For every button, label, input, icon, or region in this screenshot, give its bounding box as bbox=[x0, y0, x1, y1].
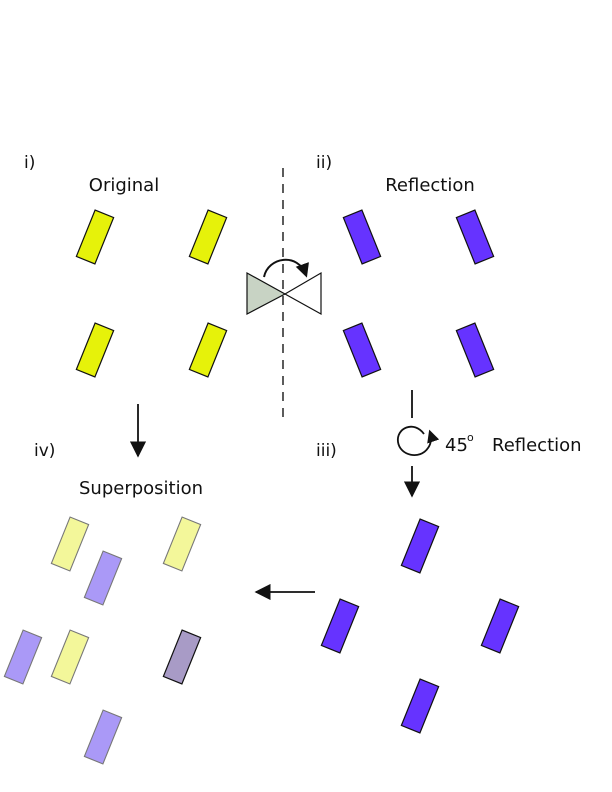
rotated-rect bbox=[400, 678, 440, 734]
reflection-rect bbox=[455, 209, 495, 265]
panel-ii-title: Reflection bbox=[385, 175, 475, 196]
reflection-rect bbox=[342, 322, 382, 378]
original-rect bbox=[188, 209, 228, 265]
reflection-rect bbox=[455, 322, 495, 378]
overlap-rect bbox=[162, 629, 202, 685]
rotation-text: Reflection bbox=[492, 435, 582, 456]
rotation-angle: 45 bbox=[445, 435, 468, 456]
faded-original-rect bbox=[50, 629, 90, 685]
reflection-shapes bbox=[342, 209, 495, 378]
reflection-rect bbox=[342, 209, 382, 265]
panel-iv-title: Superposition bbox=[79, 478, 203, 499]
faded-reflection-rect bbox=[83, 550, 123, 606]
faded-reflection-rect bbox=[3, 629, 43, 685]
panel-iii-numeral: iii) bbox=[316, 441, 337, 461]
rotation-degree-mark: o bbox=[467, 431, 474, 444]
circular-arrow-icon bbox=[397, 425, 440, 456]
bowtie-mirror-icon bbox=[246, 271, 322, 316]
faded-original-rect bbox=[162, 516, 202, 572]
rotated-rect bbox=[400, 518, 440, 574]
rotated-rect bbox=[320, 598, 360, 654]
rotated-shapes bbox=[320, 518, 520, 734]
panel-i-title: Original bbox=[89, 175, 159, 196]
superposition-shapes bbox=[3, 516, 202, 765]
panel-ii-numeral: ii) bbox=[316, 153, 332, 173]
curved-arrow-icon bbox=[263, 258, 309, 278]
panel-i-numeral: i) bbox=[24, 153, 35, 173]
faded-reflection-rect bbox=[83, 709, 123, 765]
original-rect bbox=[188, 322, 228, 378]
original-rect bbox=[75, 209, 115, 265]
panel-iv-numeral: iv) bbox=[34, 441, 55, 461]
original-rect bbox=[75, 322, 115, 378]
original-shapes bbox=[75, 209, 228, 378]
faded-original-rect bbox=[50, 516, 90, 572]
rotated-rect bbox=[480, 598, 520, 654]
